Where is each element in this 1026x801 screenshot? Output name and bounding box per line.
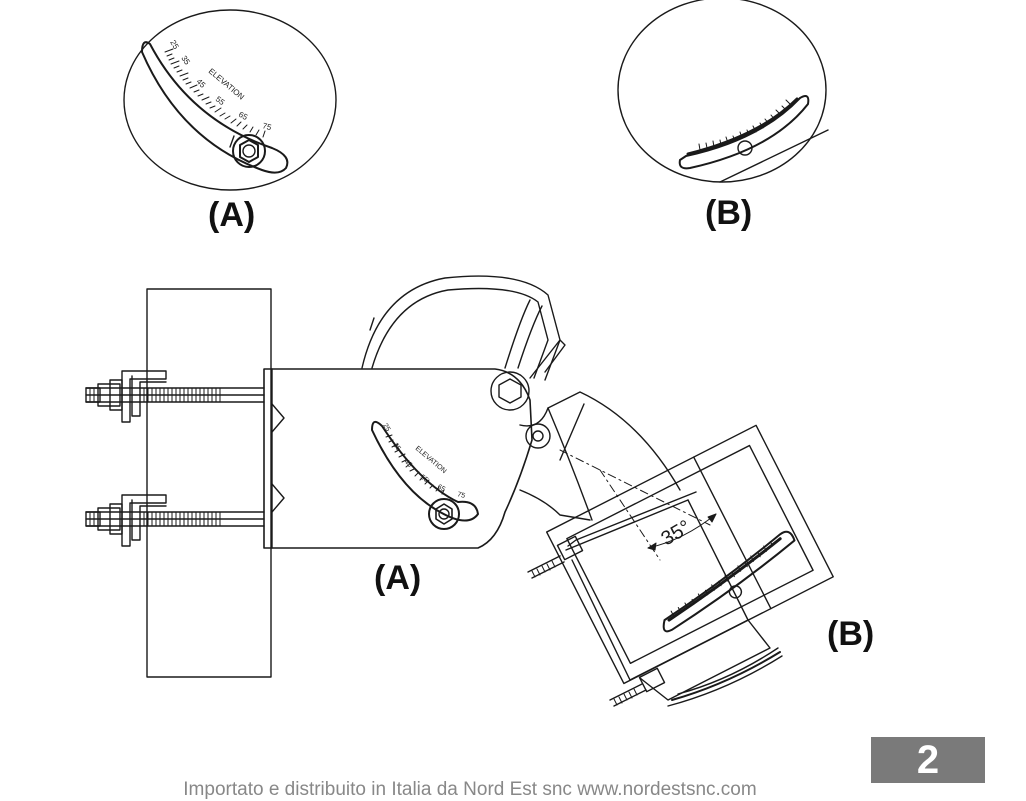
detail-a-tick-35: 35 <box>179 54 192 67</box>
handle-arc <box>361 275 566 381</box>
arm-tube <box>519 391 681 521</box>
angle-label: 35° <box>658 516 695 550</box>
plate-tick-35: 35 <box>391 442 401 453</box>
upper-clamp <box>85 370 265 423</box>
detail-a-label: (A) <box>208 196 256 234</box>
detail-a-tick-75: 75 <box>261 121 272 132</box>
detail-a-scale-ticks <box>164 48 266 138</box>
detail-a-tick-25: 25 <box>168 39 181 52</box>
detail-a-tick-55: 55 <box>214 94 227 107</box>
detail-b <box>617 0 829 183</box>
plate-knob <box>428 498 460 530</box>
pivot-bolt <box>490 371 530 411</box>
detail-b-circle <box>617 0 827 183</box>
lnb-holder <box>545 424 834 685</box>
plate-tick-45: 45 <box>403 458 414 469</box>
page-number: 2 <box>871 737 985 783</box>
detail-a-tick-65: 65 <box>237 110 250 122</box>
lnb-threaded-stud-top <box>527 535 584 579</box>
arm-nut <box>525 423 551 449</box>
plate-scale-a: 25 35 45 55 65 75 ELEVATION <box>371 420 479 530</box>
main-a-label: (A) <box>374 559 422 597</box>
mount-plate <box>263 368 533 549</box>
footer-text: Importato e distribuito in Italia da Nor… <box>183 779 757 800</box>
detail-b-pin <box>737 140 753 156</box>
detail-a-circle <box>123 9 337 191</box>
detail-a-tick-45: 45 <box>195 77 208 90</box>
lnb-threaded-stud-bottom <box>609 667 666 707</box>
detail-a: 25 35 45 55 65 75 ELEVATION <box>123 9 337 191</box>
plate-elevation-word: ELEVATION <box>414 445 448 475</box>
detail-b-label: (B) <box>705 194 753 232</box>
detail-a-slot <box>141 41 289 174</box>
plate-tick-25: 25 <box>381 423 391 433</box>
lower-clamp <box>85 494 265 547</box>
detail-b-scale-ticks <box>698 99 792 151</box>
plate-tick-65: 65 <box>436 484 446 494</box>
detail-a-knob <box>229 134 266 168</box>
mast-pole <box>146 288 272 678</box>
plate-tick-55: 55 <box>419 474 429 484</box>
detail-a-elevation-word: ELEVATION <box>207 67 246 102</box>
plate-tick-75: 75 <box>456 491 465 500</box>
lnb-tube <box>527 491 783 707</box>
main-b-label: (B) <box>827 615 875 653</box>
